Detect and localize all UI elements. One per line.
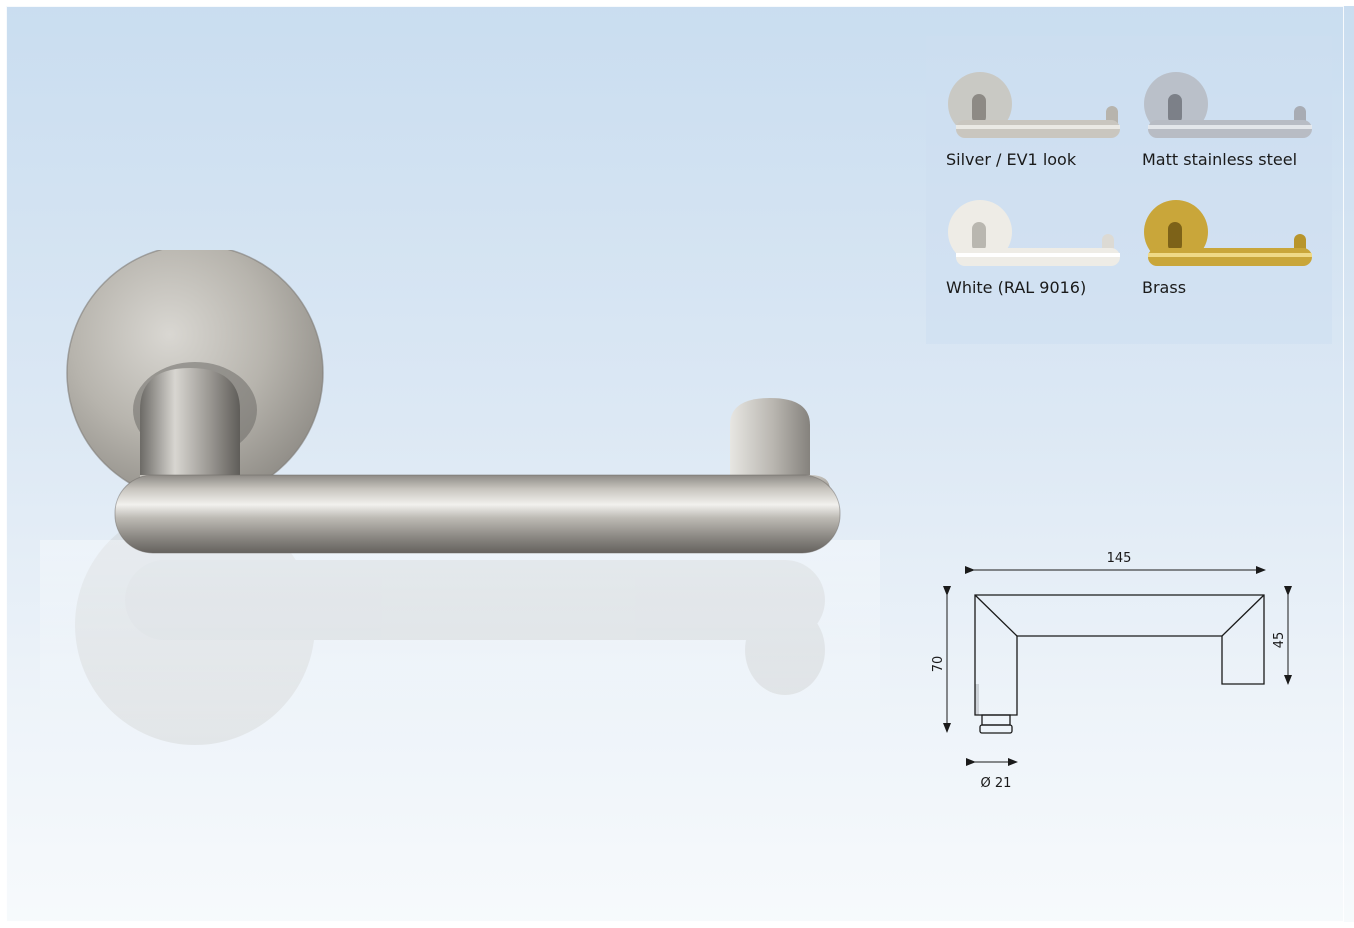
finish-label-matt-steel: Matt stainless steel [1142, 150, 1298, 169]
lever-handle-brass-icon [1144, 200, 1312, 266]
dimension-drawing: 145 70 45 Ø 21 [920, 540, 1320, 810]
finish-option-white: White (RAL 9016) [942, 200, 1122, 320]
projection-dimension-label: 45 [1272, 632, 1287, 649]
lever-handle-silver-icon [948, 72, 1120, 138]
finish-label-white: White (RAL 9016) [946, 278, 1087, 297]
finish-option-brass: Brass [1138, 200, 1318, 320]
finish-label-silver: Silver / EV1 look [946, 150, 1077, 169]
lever-handle-photo [40, 244, 880, 750]
page-edge [0, 922, 1354, 928]
technical-drawing: 145 70 45 Ø 21 [931, 551, 1292, 791]
page-edge [0, 0, 1354, 6]
height-dimension-label: 70 [931, 656, 946, 673]
finish-label-brass: Brass [1142, 278, 1187, 297]
page-edge [0, 0, 6, 928]
diameter-dimension-label: Ø 21 [981, 776, 1012, 791]
finish-options-panel: Silver / EV1 look Matt stainless steel W… [926, 36, 1332, 344]
lever-handle-matt-steel-icon [1144, 72, 1312, 138]
handle-outline [974, 594, 1265, 734]
lever-handle-icon [40, 244, 880, 750]
finish-option-matt-steel: Matt stainless steel [1138, 72, 1318, 192]
finish-option-silver: Silver / EV1 look [942, 72, 1122, 192]
length-dimension-label: 145 [1107, 551, 1132, 566]
lever-handle-white-icon [948, 200, 1120, 266]
